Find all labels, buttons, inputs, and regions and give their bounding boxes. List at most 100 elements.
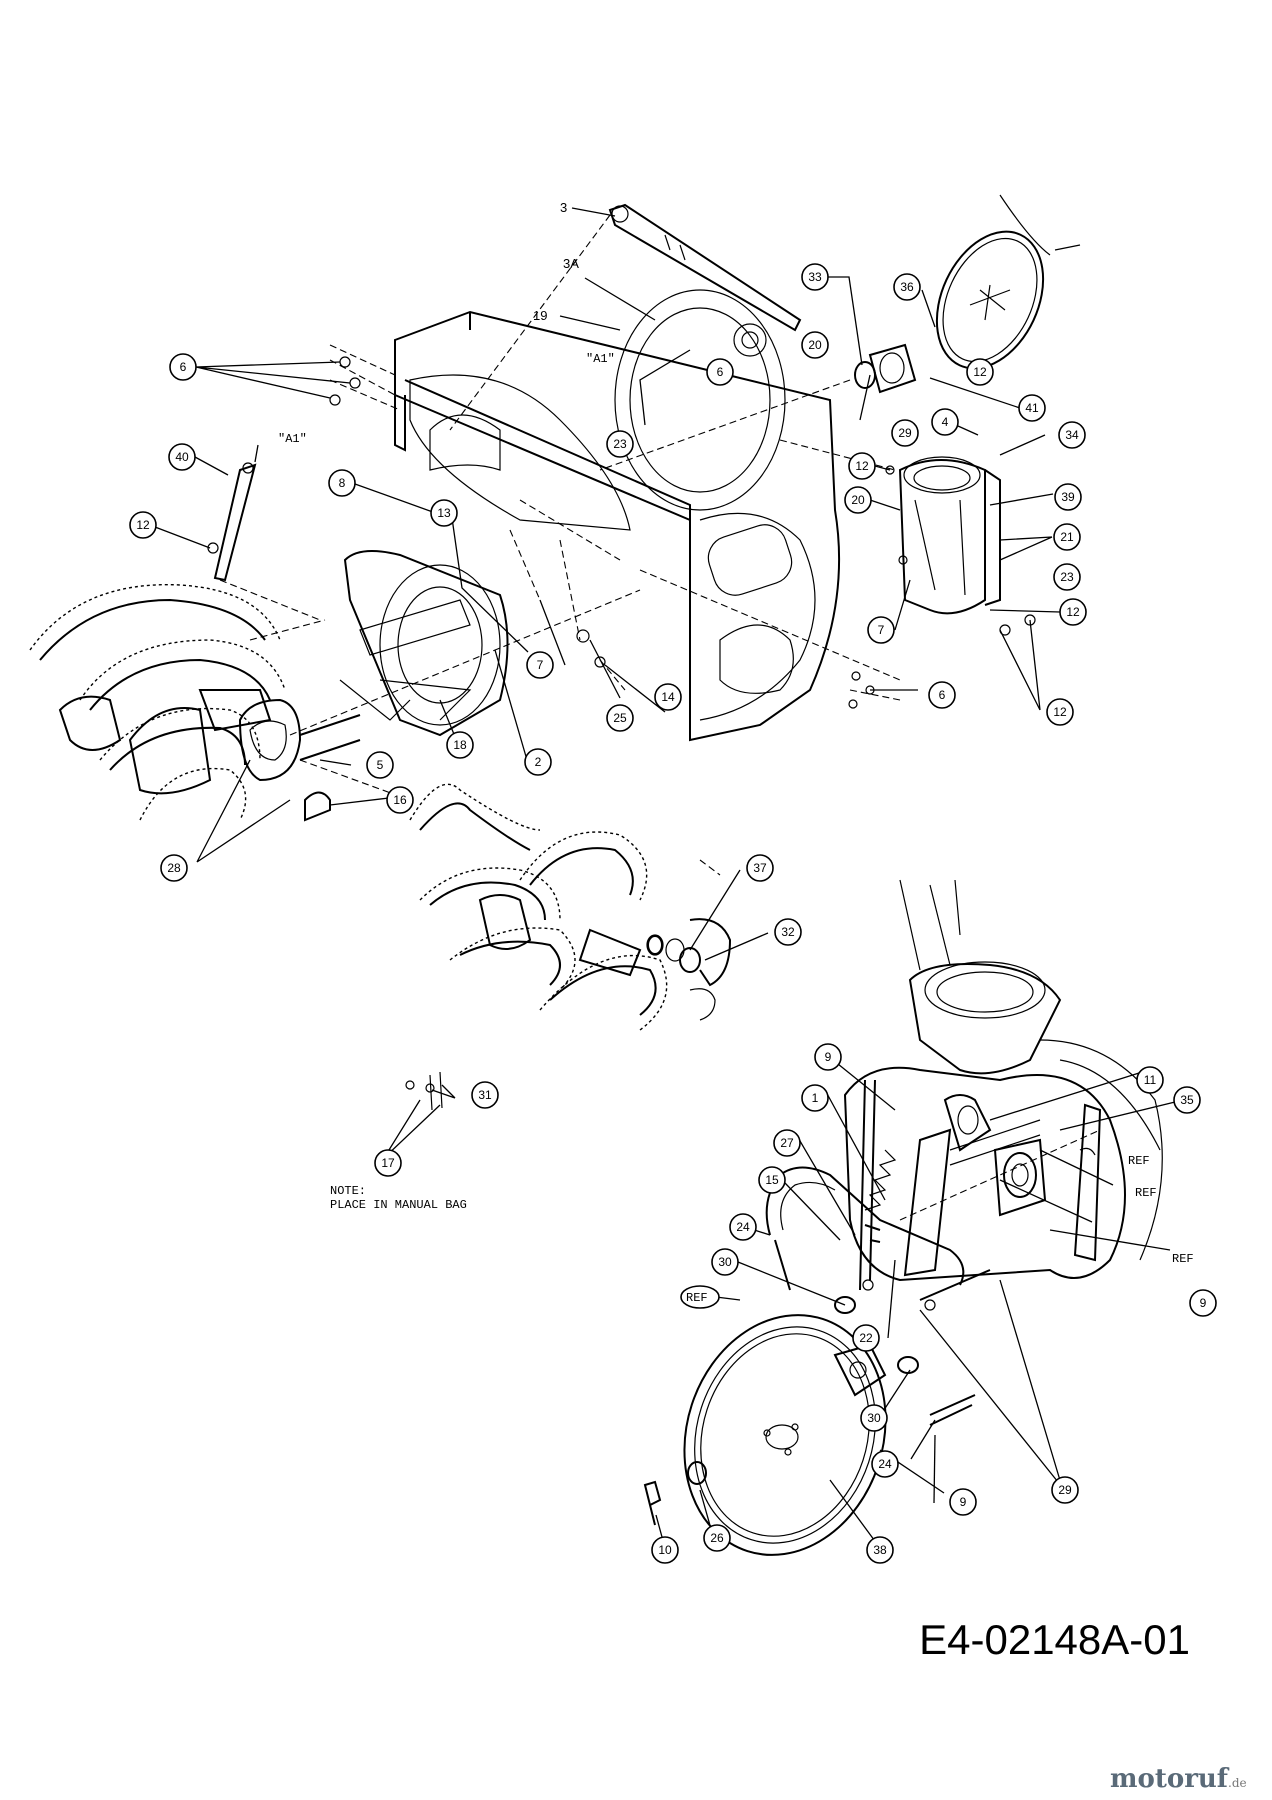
- svg-text:20: 20: [808, 338, 822, 352]
- callout-25: 25: [606, 704, 634, 732]
- right-auger: [409, 783, 732, 1031]
- small-hardware: [207, 356, 1036, 1111]
- svg-text:16: 16: [393, 793, 407, 807]
- callout-12d: 12: [1059, 598, 1087, 626]
- callout-9c: 9: [949, 1488, 977, 1516]
- svg-text:28: 28: [167, 861, 181, 875]
- svg-text:9: 9: [825, 1050, 832, 1064]
- callout-30b: 30: [860, 1404, 888, 1432]
- svg-text:37: 37: [753, 861, 767, 875]
- callout-29b: 29: [1051, 1476, 1079, 1504]
- callout-35: 35: [1173, 1086, 1201, 1114]
- left-auger: [29, 583, 286, 821]
- svg-text:14: 14: [661, 690, 675, 704]
- callout-1: 1: [801, 1084, 829, 1112]
- svg-text:26: 26: [710, 1531, 724, 1545]
- drawing-number: E4-02148A-01: [919, 1616, 1190, 1663]
- label-3: 3: [560, 200, 567, 215]
- svg-text:6: 6: [180, 360, 187, 374]
- top-pulley: [935, 194, 1081, 370]
- svg-text:39: 39: [1061, 490, 1075, 504]
- callout-6c: 6: [928, 681, 956, 709]
- shear-pin-40: [213, 462, 321, 621]
- svg-text:4: 4: [942, 415, 949, 429]
- svg-text:12: 12: [855, 459, 869, 473]
- callout-26: 26: [703, 1524, 731, 1552]
- callout-11: 11: [1136, 1066, 1164, 1094]
- callout-12a: 12: [129, 511, 157, 539]
- svg-text:12: 12: [1066, 605, 1080, 619]
- callout-10: 10: [651, 1536, 679, 1564]
- svg-text:1: 1: [812, 1091, 819, 1105]
- callout-6b: 6: [706, 358, 734, 386]
- svg-text:23: 23: [1060, 570, 1074, 584]
- callout-24a: 24: [729, 1213, 757, 1241]
- svg-text:12: 12: [1053, 705, 1067, 719]
- callout-7a: 7: [867, 616, 895, 644]
- callout-21: 21: [1053, 523, 1081, 551]
- svg-text:40: 40: [175, 450, 189, 464]
- chute-adapter: [898, 456, 1001, 615]
- callout-14: 14: [654, 683, 682, 711]
- svg-text:22: 22: [859, 1331, 873, 1345]
- callout-29a: 29: [891, 419, 919, 447]
- svg-text:31: 31: [478, 1088, 492, 1102]
- callout-23a: 23: [606, 430, 634, 458]
- callout-27: 27: [773, 1129, 801, 1157]
- svg-text:34: 34: [1065, 428, 1079, 442]
- svg-text:29: 29: [898, 426, 912, 440]
- label-19: 19: [533, 308, 547, 323]
- svg-text:35: 35: [1180, 1093, 1194, 1107]
- label-3a: 3A: [563, 256, 579, 271]
- callout-13: 13: [430, 499, 458, 527]
- watermark-logo: motoruf.de: [1110, 1764, 1247, 1794]
- svg-text:6: 6: [939, 688, 946, 702]
- svg-text:7: 7: [878, 623, 885, 637]
- svg-text:20: 20: [851, 493, 865, 507]
- svg-text:7: 7: [537, 658, 544, 672]
- callout-9b: 9: [1189, 1289, 1217, 1317]
- callout-31: 31: [471, 1081, 499, 1109]
- callout-20b: 20: [844, 486, 872, 514]
- svg-text:36: 36: [900, 280, 914, 294]
- svg-text:8: 8: [339, 476, 346, 490]
- svg-text:32: 32: [781, 925, 795, 939]
- tag-a1-top: "A1": [586, 352, 615, 366]
- callout-12e: 12: [1046, 698, 1074, 726]
- callout-33: 33: [801, 263, 829, 291]
- svg-text:30: 30: [867, 1411, 881, 1425]
- svg-text:25: 25: [613, 711, 627, 725]
- callout-12b: 12: [966, 358, 994, 386]
- assembly-lines: [249, 344, 901, 876]
- svg-text:27: 27: [780, 1136, 794, 1150]
- callout-30a: 30: [711, 1248, 739, 1276]
- callout-22: 22: [852, 1324, 880, 1352]
- callout-20a: 20: [801, 331, 829, 359]
- svg-text:33: 33: [808, 270, 822, 284]
- callout-24b: 24: [871, 1450, 899, 1478]
- svg-text:21: 21: [1060, 530, 1074, 544]
- callout-15: 15: [758, 1166, 786, 1194]
- tag-a1-left: "A1": [278, 432, 307, 446]
- svg-text:30: 30: [718, 1255, 732, 1269]
- ref-bubble-4: REF: [680, 1285, 720, 1309]
- drive-shaft: [449, 203, 802, 431]
- callout-39: 39: [1054, 483, 1082, 511]
- svg-text:15: 15: [765, 1173, 779, 1187]
- svg-text:10: 10: [658, 1543, 672, 1557]
- ref-label-1: REF: [1128, 1154, 1150, 1168]
- svg-text:23: 23: [613, 437, 627, 451]
- callout-18: 18: [446, 731, 474, 759]
- ref-label-2: REF: [1135, 1186, 1157, 1200]
- callout-41: 41: [1018, 394, 1046, 422]
- svg-text:17: 17: [381, 1156, 395, 1170]
- callout-36: 36: [893, 273, 921, 301]
- callout-16: 16: [386, 786, 414, 814]
- svg-text:5: 5: [377, 758, 384, 772]
- callout-34: 34: [1058, 421, 1086, 449]
- callout-32: 32: [774, 918, 802, 946]
- gearbox: [238, 698, 361, 822]
- svg-text:29: 29: [1058, 1483, 1072, 1497]
- svg-text:41: 41: [1025, 401, 1039, 415]
- svg-text:6: 6: [717, 365, 724, 379]
